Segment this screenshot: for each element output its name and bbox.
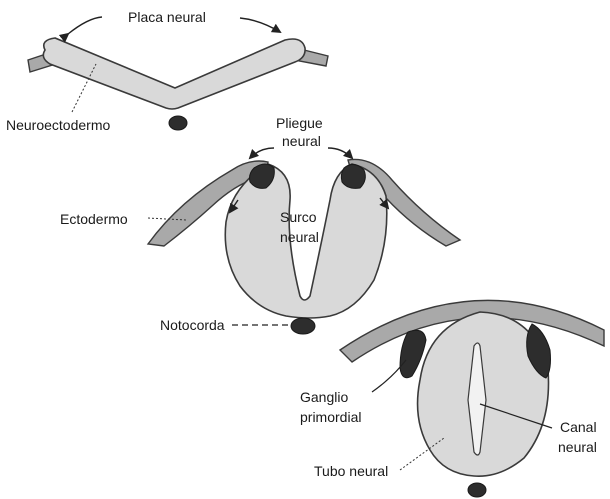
pliegue-arrow-left [250, 148, 274, 158]
label-placa-neural: Placa neural [128, 9, 206, 25]
fold-arrow-left [68, 17, 102, 34]
label-pliegue-line1: Pliegue [276, 115, 323, 131]
label-ganglio-line2: primordial [300, 409, 361, 425]
label-surco-line2: neural [280, 229, 319, 245]
label-pliegue-line2: neural [282, 133, 321, 149]
label-canal-line1: Canal [560, 419, 597, 435]
label-surco-line1: Surco [280, 209, 317, 225]
label-canal-line2: neural [558, 439, 597, 455]
label-tubo-neural: Tubo neural [314, 463, 388, 479]
label-notocorda: Notocorda [160, 317, 225, 333]
label-ectodermo: Ectodermo [60, 211, 128, 227]
pliegue-arrow-right [328, 148, 352, 158]
notochord-stage2 [291, 318, 315, 334]
notochord-stage3 [468, 483, 486, 497]
notochord-stage1 [169, 116, 187, 130]
stage-neural-plate [28, 17, 328, 130]
fold-arrow-right [240, 18, 280, 32]
label-ganglio-line1: Ganglio [300, 389, 348, 405]
neural-plate-shape [43, 38, 305, 109]
label-neuroectodermo: Neuroectodermo [6, 117, 110, 133]
neural-crest-right [341, 164, 365, 188]
